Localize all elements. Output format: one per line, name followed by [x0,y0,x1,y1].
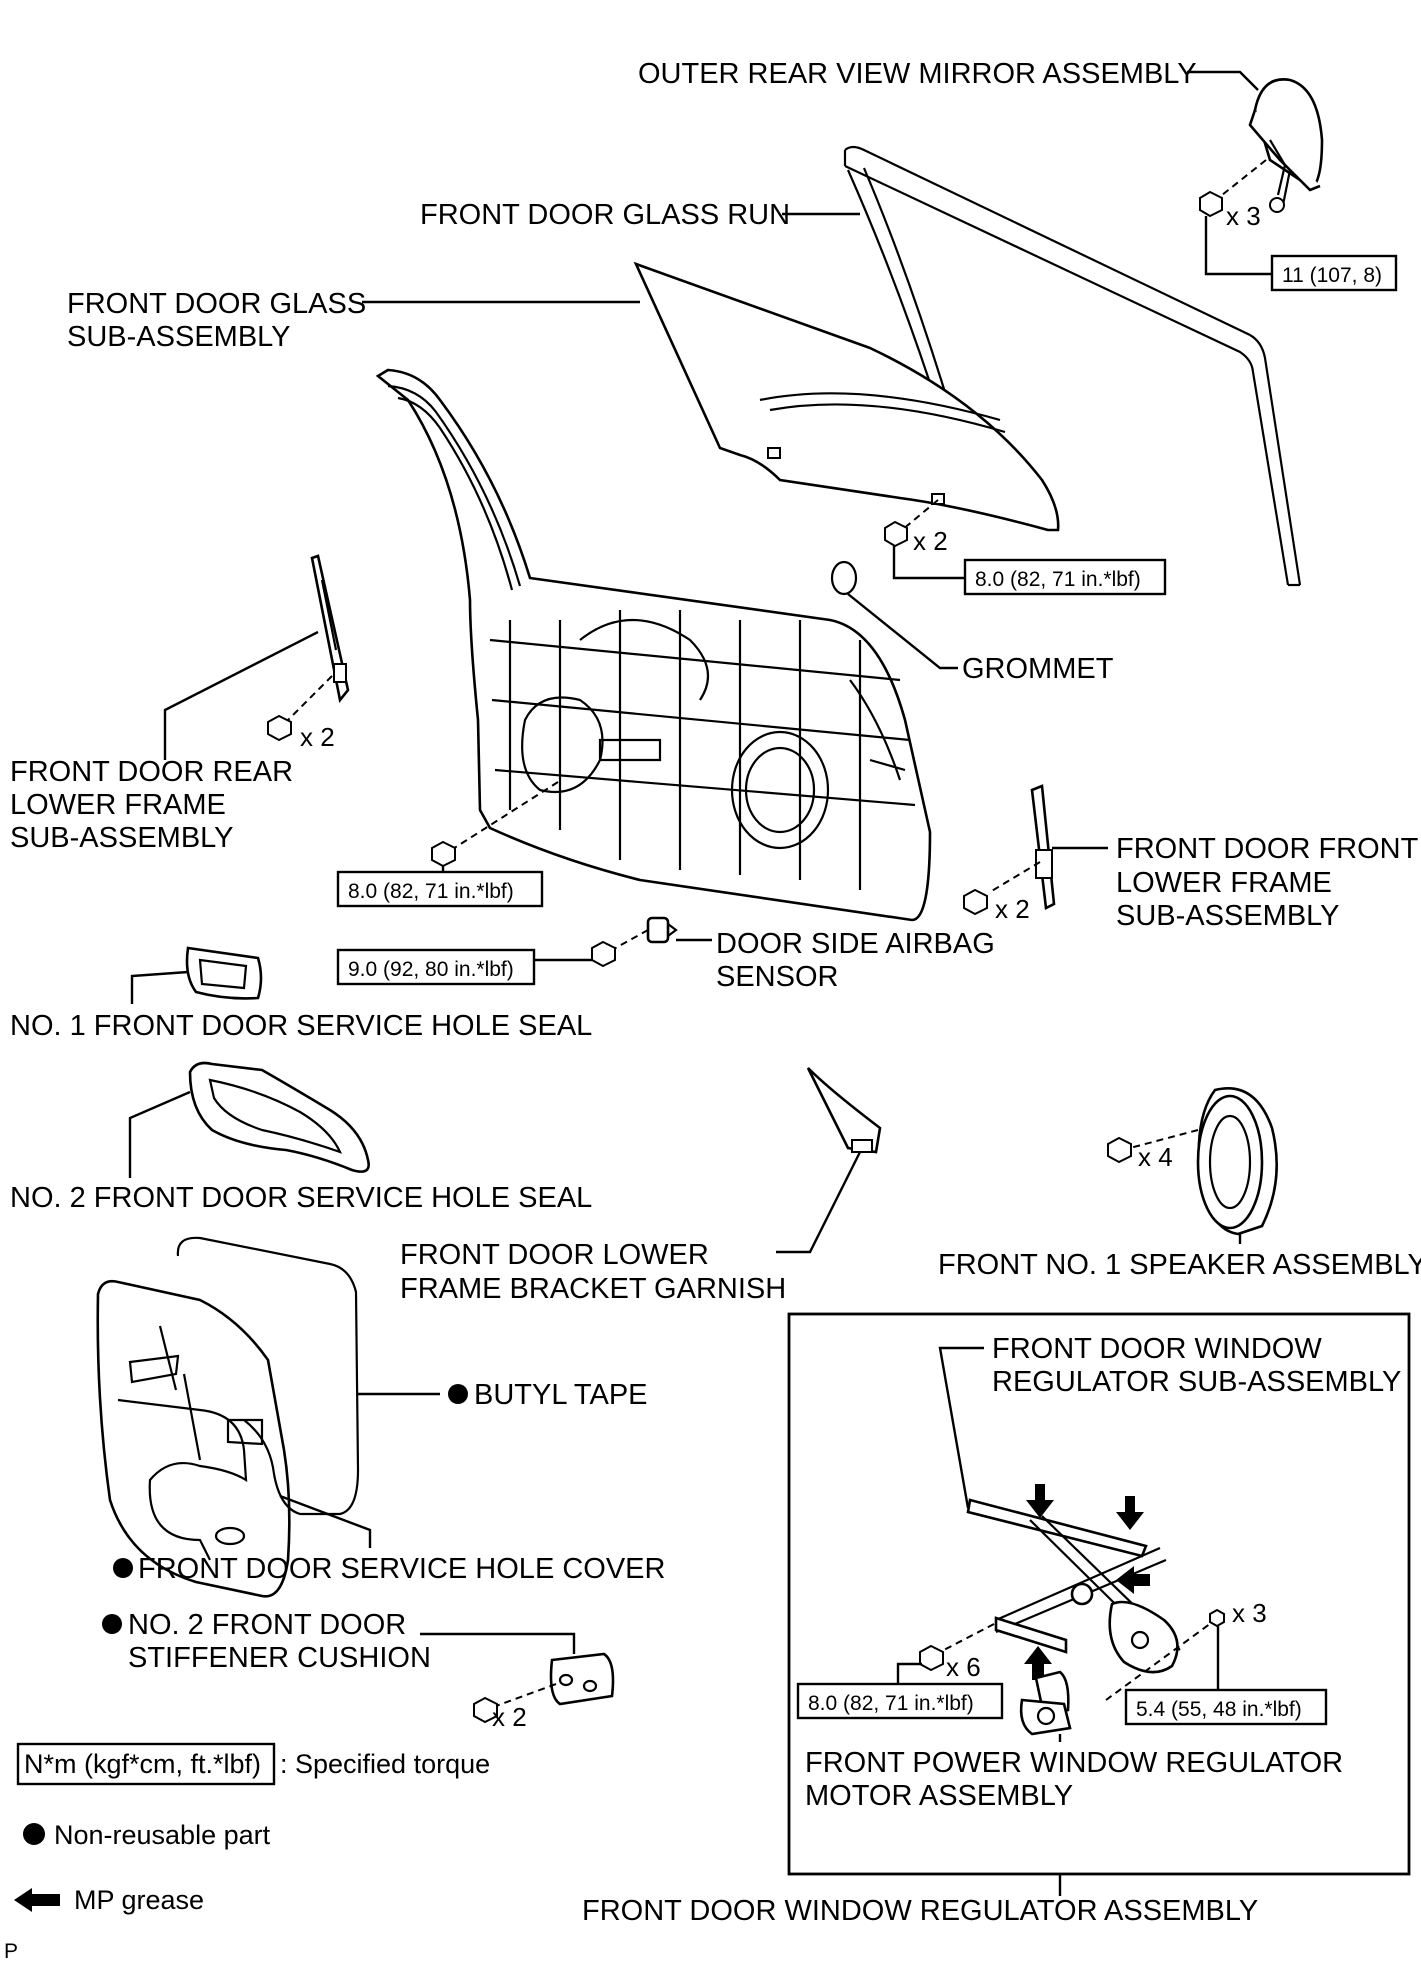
motor-bolt [1209,1608,1225,1628]
motor-label-line2: MOTOR ASSEMBLY [805,1780,1073,1812]
speaker-bolt [1107,1136,1132,1164]
glass-torque: 8.0 (82, 71 in.*lbf) [975,568,1141,591]
airbag-torque-box [336,948,536,986]
airbag-label-line1: DOOR SIDE AIRBAG [716,928,995,960]
legend-grease-text: MP grease [74,1885,204,1915]
airbag-torque: 9.0 (92, 80 in.*lbf) [348,958,514,981]
grommet-part [830,560,858,596]
legend-nonreusable-mark [23,1823,45,1845]
seal2-leader [128,1090,191,1178]
mirror-part [1248,78,1324,213]
seal2-label: NO. 2 FRONT DOOR SERVICE HOLE SEAL [10,1182,592,1214]
front-frame-bolt [963,888,988,916]
glass-label-line1: FRONT DOOR GLASS [67,288,366,320]
glass-label-line2: SUB-ASSEMBLY [67,321,290,353]
motor-part [1019,1670,1072,1736]
mirror-bolt [1199,190,1223,218]
rear-frame-label-line1: FRONT DOOR REAR [10,756,293,788]
airbag-label-line2: SENSOR [716,961,838,993]
garnish-label-line1: FRONT DOOR LOWER [400,1239,709,1271]
butyl-tape-part [176,1236,360,1516]
speaker-label: FRONT NO. 1 SPEAKER ASSEMBLY [938,1249,1421,1281]
airbag-sensor-part [646,916,678,944]
regulator-sub-leader [938,1346,984,1509]
rear-lower-frame-part [310,554,350,703]
mirror-torque: 11 (107, 8) [1282,264,1382,287]
legend-torque-text: : Specified torque [280,1749,490,1779]
cover-leader [279,1494,372,1548]
glass-run-label: FRONT DOOR GLASS RUN [420,199,790,231]
seal1-leader [130,970,189,1004]
rear-frame-label-line3: SUB-ASSEMBLY [10,822,233,854]
regulator-torque-box [796,1682,1004,1720]
service-hole-cover-part [96,1279,291,1598]
seal2-part [188,1061,370,1173]
butyl-label: BUTYL TAPE [474,1379,648,1411]
legend-nonreusable-text: Non-reusable part [54,1820,271,1850]
front-frame-bolt-count: x 2 [995,894,1030,924]
legend-torque-box-text: N*m (kgf*cm, ft.*lbf) [24,1749,261,1779]
legend-torque-box [16,1742,276,1786]
cover-label: FRONT DOOR SERVICE HOLE COVER [138,1553,665,1585]
cushion-label-line1: NO. 2 FRONT DOOR [128,1609,406,1641]
panel-torque: 8.0 (82, 71 in.*lbf) [348,880,514,903]
front-frame-label-line1: FRONT DOOR FRONT [1116,833,1419,865]
motor-bolt-count: x 3 [1232,1598,1267,1628]
grommet-label: GROMMET [962,653,1114,685]
seal1-part [185,946,263,1000]
airbag-bolt [591,940,616,968]
grommet-leader [847,593,958,670]
speaker-part [1196,1087,1278,1236]
cushion-bolt [473,1696,498,1724]
garnish-leader [776,1151,862,1254]
regulator-assy-label: FRONT DOOR WINDOW REGULATOR ASSEMBLY [582,1895,1258,1927]
panel-torque-box [336,870,544,908]
regulator-sub-label-line1: FRONT DOOR WINDOW [992,1333,1322,1365]
legend-grease-arrow [14,1888,60,1912]
grease-arrows [1024,1484,1150,1680]
rear-frame-label-line2: LOWER FRAME [10,789,226,821]
cushion-leader [420,1632,576,1654]
regulator-sub-label-line2: REGULATOR SUB-ASSEMBLY [992,1366,1401,1398]
speaker-bolt-count: x 4 [1138,1142,1173,1172]
regulator-torque: 8.0 (82, 71 in.*lbf) [808,1692,974,1715]
glass-bolt [884,520,908,548]
regulator-bolt [919,1644,944,1672]
mirror-torque-box [1270,254,1398,292]
rear-frame-bolt [267,714,292,742]
cushion-part [549,1652,615,1706]
front-frame-label-line2: LOWER FRAME [1116,867,1332,899]
legend: N*m (kgf*cm, ft.*lbf) : Specified torque… [14,1742,490,1915]
cushion-label-line2: STIFFENER CUSHION [128,1642,431,1674]
seal1-label: NO. 1 FRONT DOOR SERVICE HOLE SEAL [10,1010,592,1042]
motor-torque: 5.4 (55, 48 in.*lbf) [1136,1698,1302,1721]
butyl-nonreusable-mark [448,1384,468,1404]
cover-nonreusable-mark [113,1558,133,1578]
rear-frame-bolt-count: x 2 [300,722,335,752]
door-glass-part [633,261,1060,532]
garnish-label-line2: FRAME BRACKET GARNISH [400,1273,786,1305]
regulator-frame-box [787,1312,1411,1876]
glass-torque-box [963,558,1167,596]
cushion-bolt-count: x 2 [492,1702,527,1732]
motor-label-line1: FRONT POWER WINDOW REGULATOR [805,1747,1343,1779]
mirror-leader [1187,70,1259,91]
motor-torque-box [1124,1688,1328,1726]
front-lower-frame-part [1030,784,1056,910]
rear-frame-leader [163,630,319,760]
cushion-nonreusable-mark [102,1614,122,1634]
corner-mark: P [4,1940,18,1961]
regulator-bolt-count: x 6 [946,1652,981,1682]
mirror-label: OUTER REAR VIEW MIRROR ASSEMBLY [638,58,1197,90]
panel-bolt [431,840,456,868]
garnish-part [806,1067,882,1154]
mirror-bolt-count: x 3 [1226,201,1261,231]
door-panel [375,368,932,922]
front-frame-label-line3: SUB-ASSEMBLY [1116,900,1339,932]
glass-bolt-count: x 2 [913,526,948,556]
regulator-sub-part [966,1498,1181,1674]
